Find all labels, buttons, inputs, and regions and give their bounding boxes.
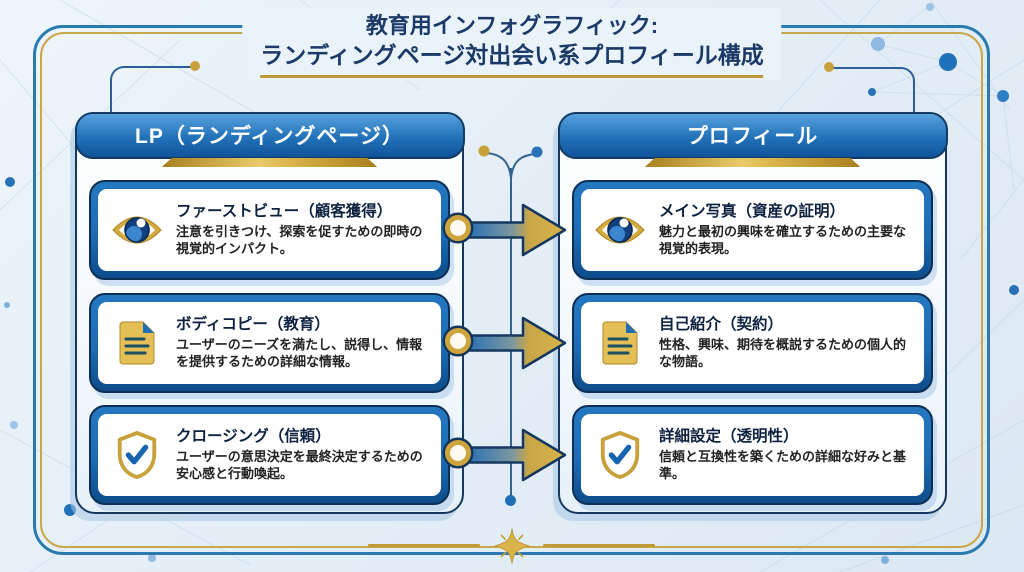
card-title: メイン写真（資産の証明） xyxy=(659,202,846,220)
card-title: ボディコピー（教育） xyxy=(176,315,330,333)
profile-header-gold-accent xyxy=(645,158,861,167)
page-title-line2: ランディングページ対出会い系プロフィール構成 xyxy=(260,41,764,79)
center-line-end-dot xyxy=(505,495,516,506)
page-title-line1: 教育用インフォグラフィック: xyxy=(365,13,659,38)
card-body: ユーザーの意思決定を最終決定するための安心感と行動喚起。 xyxy=(176,449,423,482)
page-title: 教育用インフォグラフィック: ランディングページ対出会い系プロフィール構成 xyxy=(242,8,782,81)
profile-card-main-photo: メイン写真（資産の証明） 魅力と最初の興味を確立するための主要な視覚的表現。 xyxy=(572,180,933,280)
network-dots xyxy=(4,3,1019,564)
arrow-icon-row2 xyxy=(468,316,567,370)
card-body: 注意を引きつけ、探索を促すための即時の視覚的インパクト。 xyxy=(176,224,423,257)
branch-blue-dot xyxy=(531,146,543,158)
document-icon xyxy=(108,320,166,366)
arrow-icon-row1 xyxy=(468,203,567,257)
title-connector-left xyxy=(110,66,196,114)
bottom-gold-line-left xyxy=(368,544,480,547)
profile-column-header-label: プロフィール xyxy=(686,125,819,148)
shield-check-icon xyxy=(108,431,166,479)
branch-gold-dot xyxy=(478,145,490,157)
profile-column-panel: プロフィール メイン写真（資産の証明） 魅力と最初の興味を確 xyxy=(557,111,948,514)
eye-icon xyxy=(591,212,649,248)
lp-card-body-copy: ボディコピー（教育） ユーザーのニーズを満たし、説得し、情報を提供するための詳細… xyxy=(89,293,450,393)
card-title: 詳細設定（透明性） xyxy=(659,427,799,445)
profile-column-header: プロフィール xyxy=(557,111,948,159)
card-body: 魅力と最初の興味を確立するための主要な視覚的表現。 xyxy=(659,224,907,257)
lp-card-closing: クロージング（信頼） ユーザーの意思決定を最終決定するための安心感と行動喚起。 xyxy=(89,405,450,505)
card-body: 性格、興味、期待を概説するための個人的な物語。 xyxy=(659,337,907,370)
lp-column-panel: LP（ランディングページ） ファーストビュー（顧客獲得） 注 xyxy=(74,111,465,514)
card-title: 自己紹介（契約） xyxy=(659,315,784,333)
eye-icon xyxy=(108,212,166,248)
shield-check-icon xyxy=(591,431,649,479)
bottom-gold-line-right xyxy=(543,544,655,547)
lp-header-gold-accent xyxy=(162,158,378,167)
connector-node-1 xyxy=(445,215,471,241)
card-title: ファーストビュー（顧客獲得） xyxy=(176,202,393,220)
profile-card-self-intro: 自己紹介（契約） 性格、興味、期待を概説するための個人的な物語。 xyxy=(572,293,933,393)
card-title: クロージング（信頼） xyxy=(176,427,331,445)
arrow-icon-row3 xyxy=(468,428,567,482)
card-body: 信頼と互換性を築くための詳細な好みと基準。 xyxy=(659,449,907,482)
sparkle-star-icon xyxy=(493,528,531,564)
connector-node-2 xyxy=(445,328,471,354)
center-branch-lines xyxy=(478,145,543,179)
lp-card-first-view: ファーストビュー（顧客獲得） 注意を引きつけ、探索を促すための即時の視覚的インパ… xyxy=(89,180,450,280)
connector-dot-left xyxy=(190,61,200,71)
card-body: ユーザーのニーズを満たし、説得し、情報を提供するための詳細な情報。 xyxy=(176,337,423,370)
title-connector-right xyxy=(829,67,915,114)
document-icon xyxy=(591,320,649,366)
lp-column-header: LP（ランディングページ） xyxy=(74,111,465,159)
center-vertical-line xyxy=(510,168,512,500)
lp-column-header-label: LP（ランディングページ） xyxy=(135,125,404,148)
profile-card-detail-settings: 詳細設定（透明性） 信頼と互換性を築くための詳細な好みと基準。 xyxy=(572,405,933,505)
connector-dot-right xyxy=(824,62,834,72)
connector-node-3 xyxy=(445,440,471,466)
